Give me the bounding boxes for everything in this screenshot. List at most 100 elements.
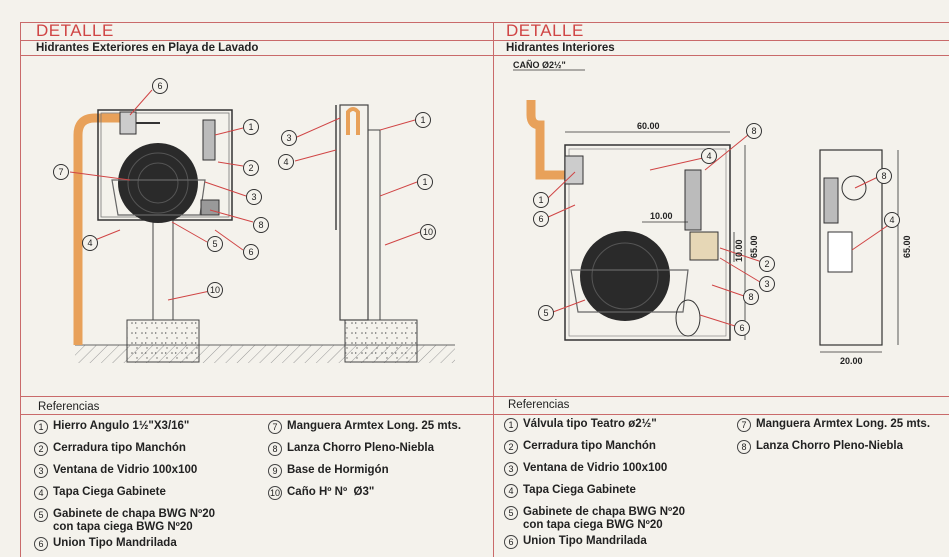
left-border	[20, 22, 21, 557]
callout-rf-5	[538, 305, 554, 321]
cabinet-post	[152, 219, 174, 321]
callout-label: 5	[543, 308, 548, 318]
reference-item: 8 Lanza Chorro Pleno-Niebla	[737, 440, 930, 454]
callout-rf-3	[759, 276, 775, 292]
references-divider	[20, 414, 949, 415]
callout-rf-6b	[734, 320, 750, 336]
callout-label: 6	[248, 247, 253, 257]
ref-number-badge: 2	[34, 442, 48, 456]
reference-text: Lanza Chorro Pleno-Niebla	[756, 440, 903, 452]
right-side-view	[819, 149, 899, 353]
callout-label: 4	[706, 151, 711, 161]
callout-ls-1a	[415, 112, 431, 128]
callout-label: 6	[538, 214, 543, 224]
callout-label: 1	[422, 177, 427, 187]
left-references-title: Referencias	[38, 401, 100, 413]
callout-lf-5	[207, 236, 223, 252]
callout-label: 1	[420, 115, 425, 125]
callout-rs-4	[884, 212, 900, 228]
callout-ls-4	[278, 154, 294, 170]
callout-labels: 6 1 7 2 3 8 4 5 6 10 3 4 1 1 10 8 4 1 6 …	[58, 81, 894, 333]
ref-number-badge: 10	[268, 486, 282, 500]
reference-text: Union Tipo Mandrilada	[523, 535, 647, 547]
left-subtitle: Hidrantes Exteriores en Playa de Lavado	[36, 42, 259, 54]
leader-lines	[69, 89, 891, 327]
top-border	[20, 22, 949, 23]
callout-label: 3	[286, 133, 291, 143]
callout-label: 8	[751, 126, 756, 136]
reference-text: Gabinete de chapa BWG Nº20 con tapa cieg…	[53, 508, 216, 533]
callout-lf-1	[243, 119, 259, 135]
dim-small: 10.00	[650, 211, 673, 221]
reference-text: Manguera Armtex Long. 25 mts.	[756, 418, 931, 430]
callout-label: 2	[248, 163, 253, 173]
callout-lf-4	[82, 235, 98, 251]
interior-cabinet	[564, 144, 731, 341]
left-side-view	[335, 104, 418, 363]
callout-label: 10	[423, 227, 433, 237]
reference-item: 5 Gabinete de chapa BWG Nº20 con tapa cie…	[34, 508, 215, 534]
reference-item: 3 Ventana de Vidrio 100x100	[34, 464, 215, 478]
reference-text: Manguera Armtex Long. 25 mts.	[287, 420, 462, 432]
header-divider	[20, 40, 949, 41]
ref-number-badge: 8	[268, 442, 282, 456]
ref-number-badge: 1	[34, 420, 48, 434]
ref-number-badge: 4	[34, 486, 48, 500]
dim-height: 65.00	[749, 235, 759, 258]
callout-rs-8	[876, 168, 892, 184]
left-title: DETALLE	[36, 21, 114, 40]
reference-text: Lanza Chorro Pleno-Niebla	[287, 442, 434, 454]
ref-number-badge: 3	[34, 464, 48, 478]
callout-lf-6a	[152, 78, 168, 94]
ref-number-badge: 8	[737, 440, 751, 454]
supply-pipe	[73, 113, 120, 345]
callout-rf-8a	[746, 123, 762, 139]
ref-number-badge: 5	[34, 508, 48, 522]
ref-number-badge: 6	[34, 537, 48, 551]
callout-label: 8	[748, 292, 753, 302]
ref-number-badge: 3	[504, 462, 518, 476]
callout-label: 8	[881, 171, 886, 181]
dim-small-vertical: 10.00	[734, 239, 744, 262]
callout-label: 8	[258, 220, 263, 230]
callout-label: 6	[157, 81, 162, 91]
center-divider	[493, 22, 494, 557]
callout-label: 4	[889, 215, 894, 225]
right-subtitle: Hidrantes Interiores	[506, 42, 615, 54]
left-front-view	[73, 109, 455, 363]
callout-label: 1	[538, 195, 543, 205]
callout-lf-2	[243, 160, 259, 176]
callout-rf-4a	[701, 148, 717, 164]
hose-reel	[118, 143, 198, 223]
ref-number-badge: 1	[504, 418, 518, 432]
callout-ls-1b	[417, 174, 433, 190]
dim-width: 60.00	[637, 121, 660, 131]
callout-label: 1	[248, 122, 253, 132]
ref-number-badge: 4	[504, 484, 518, 498]
drawing-bottom-divider	[20, 396, 949, 397]
pipe-label: CAÑO Ø2½"	[513, 60, 566, 70]
reference-text: Gabinete de chapa BWG Nº20 con tapa cieg…	[523, 506, 686, 531]
concrete-base	[126, 319, 200, 363]
callout-label: 5	[212, 239, 217, 249]
reference-text: Ventana de Vidrio 100x100	[523, 462, 668, 474]
reference-item: 10 Caño Hº Nº Ø3"	[268, 486, 461, 500]
reference-text: Caño Hº Nº Ø3"	[287, 486, 375, 498]
callout-label: 3	[251, 192, 256, 202]
reference-text: Ventana de Vidrio 100x100	[53, 464, 198, 476]
callout-label: 4	[283, 157, 288, 167]
callout-label: 3	[764, 279, 769, 289]
reference-text: Union Tipo Mandrilada	[53, 537, 177, 549]
callout-lf-7	[53, 164, 69, 180]
reference-item: 6 Union Tipo Mandrilada	[34, 537, 215, 551]
